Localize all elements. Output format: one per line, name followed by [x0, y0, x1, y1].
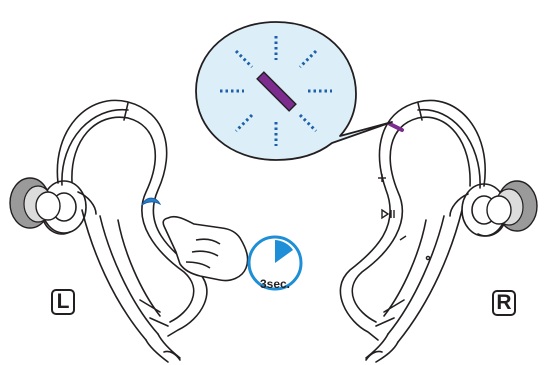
blink-rays: [220, 36, 332, 146]
right-side-label: R: [492, 290, 516, 316]
play-pause-icon: [381, 208, 395, 220]
led-callout: [195, 21, 393, 161]
hand-pointer-icon: [162, 215, 249, 282]
right-ear-tip: [486, 180, 538, 232]
volume-up-icon: [378, 174, 386, 182]
left-side-label: L: [51, 289, 75, 315]
right-earpiece: [339, 99, 507, 363]
left-ear-tip: [9, 177, 61, 229]
left-button-icon: [140, 197, 162, 207]
volume-down-icon: [399, 235, 407, 241]
right-controls: [378, 174, 431, 261]
timer-icon: [247, 235, 303, 291]
led-indicator-icon: [256, 71, 297, 112]
microphone-icon: [425, 255, 431, 261]
timer-label: 3sec.: [259, 277, 291, 291]
led-indicator-icon: [388, 122, 404, 132]
